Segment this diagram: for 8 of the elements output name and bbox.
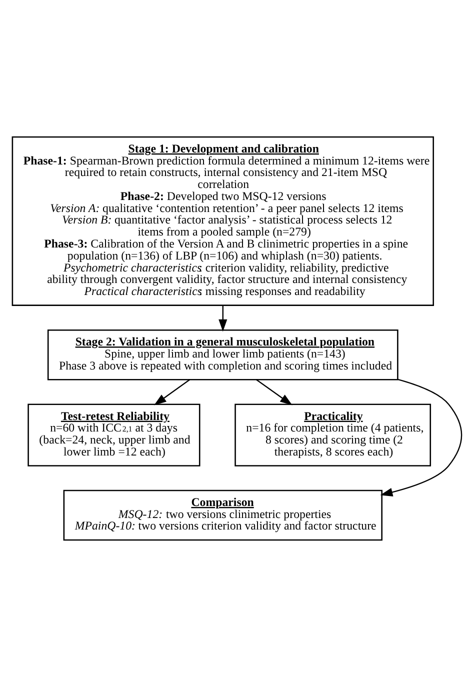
arrow <box>154 379 190 406</box>
arrow <box>218 306 228 332</box>
node-box: Stage 2: Validation in a general musculoskeletal population Spine, upper limb and lower limb patients (n=143) Phase 3 above is repeated with completion and scoring times included <box>47 329 398 380</box>
node-box: Test-retest Reliability n=60 with ICC2,1 at 3 days (back=24, neck, upper limb and lower limb =12 each) <box>28 404 200 466</box>
arrow <box>380 378 462 496</box>
node-box: Practicality n=16 for completion time (4 patients, 8 scores) and scoring time (2 therapists, 8 scores each) <box>234 404 432 466</box>
node-box: Comparison MSQ-12: two versions clinimetric properties MPainQ-10: two versions criterion validity and factor structure <box>63 490 382 541</box>
arrow <box>256 379 292 406</box>
